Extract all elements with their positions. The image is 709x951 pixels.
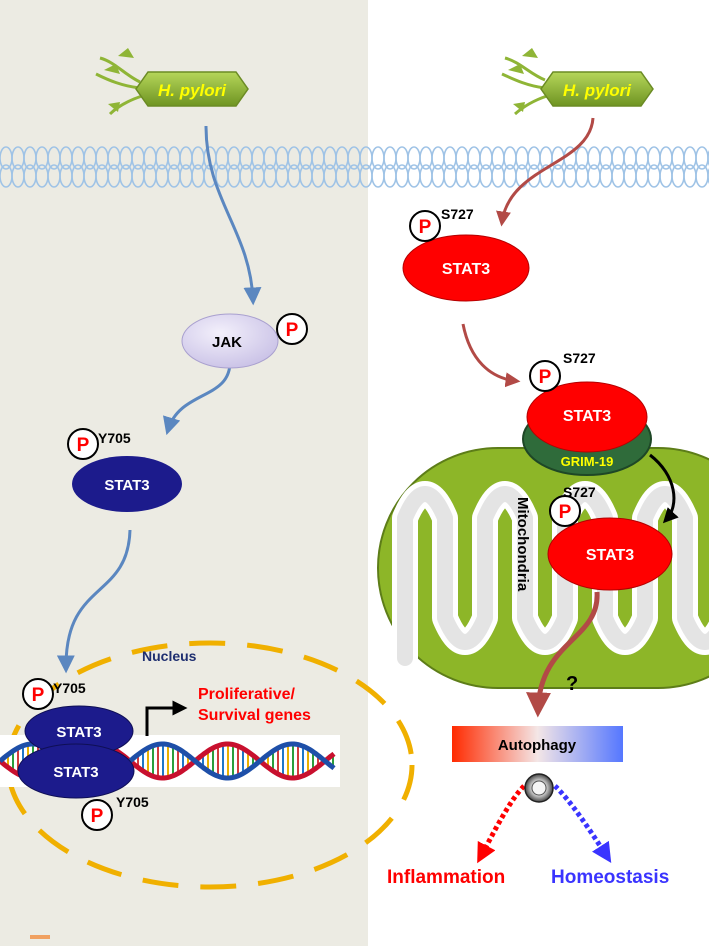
inflammation-label: Inflammation (387, 867, 505, 888)
s727-label-mitochondrial: S727 (563, 484, 596, 500)
genes-line-1: Proliferative/ (198, 686, 295, 703)
arrow-stat3-to-mitochondria (461, 323, 521, 388)
arrow-to-homeostasis (553, 784, 612, 864)
s727-label-grim19: S727 (563, 350, 596, 366)
autophagy-label: Autophagy (498, 737, 577, 754)
flagella-right-icon (501, 56, 548, 116)
flagella-left-icon (95, 56, 143, 116)
arrow-jak-to-stat3 (163, 361, 232, 436)
phospho-stat3-dimer-bottom: P (81, 799, 113, 831)
grim19-label: GRIM-19 (561, 454, 614, 469)
balance-knob-icon (524, 773, 554, 803)
phospho-stat3-grim19: P (529, 360, 561, 392)
stat3-mitochondrial (547, 517, 673, 591)
stat3-s727-cytoplasm (402, 234, 530, 302)
mitochondria-label: Mitochondria (514, 497, 531, 592)
stat3-s727-cytoplasm-label: STAT3 (442, 261, 490, 278)
y705-label-dimer-bottom: Y705 (116, 794, 149, 810)
svg-text:P: P (419, 217, 432, 238)
homeostasis-label: Homeostasis (551, 867, 669, 888)
h-pylori-right: H. pylori (501, 48, 654, 116)
y705-label-cytoplasm: Y705 (98, 430, 131, 446)
arrow-hpylori-to-jak (204, 125, 262, 306)
arrow-to-inflammation (477, 784, 526, 864)
nucleus-boundary (5, 640, 415, 890)
stat3-grim19-bound (526, 381, 648, 453)
membrane-lipid-upper (707, 149, 709, 167)
jak-label: JAK (212, 334, 242, 351)
nucleus-label: Nucleus (142, 648, 197, 664)
h-pylori-label-right: H. pylori (563, 81, 632, 100)
autophagy-bar (452, 726, 623, 762)
h-pylori-body-right (540, 71, 654, 107)
s727-label-cytoplasm: S727 (441, 206, 474, 222)
arrow-grim19-to-matrix (649, 453, 679, 524)
stat3-dimer-bottom (17, 743, 135, 799)
flagella-tips-right (508, 48, 538, 112)
membrane-lipid-lower (707, 167, 709, 185)
genes-line-2: Survival genes (198, 707, 311, 724)
unknown-link-question-mark: ? (566, 673, 578, 695)
stat3-dimer-bottom-label: STAT3 (53, 764, 98, 781)
svg-text:P: P (32, 685, 45, 706)
arrow-stat3-to-autophagy (526, 591, 600, 718)
phospho-jak: P (276, 313, 308, 345)
svg-text:P: P (91, 806, 104, 827)
svg-text:P: P (559, 502, 572, 523)
flagella-tips-left (104, 48, 134, 112)
svg-text:P: P (539, 367, 552, 388)
phospho-stat3-mitochondrial: P (549, 495, 581, 527)
h-pylori-left: H. pylori (95, 48, 249, 116)
stat3-cytoplasm (72, 456, 182, 512)
stat3-mitochondrial-label: STAT3 (586, 547, 634, 564)
h-pylori-body-left (135, 71, 249, 107)
jak-kinase (181, 313, 279, 369)
h-pylori-label-left: H. pylori (158, 81, 227, 100)
svg-text:P: P (77, 435, 90, 456)
y705-label-dimer-top: Y705 (53, 680, 86, 696)
phospho-stat3-cytoplasm: P (67, 428, 99, 460)
transcription-arrow (145, 700, 188, 736)
cell-membrane (0, 146, 709, 188)
arrow-stat3-to-nucleus (56, 529, 132, 674)
decorative-mark (30, 935, 50, 939)
svg-text:P: P (286, 320, 299, 341)
stat3-dimer-top-label: STAT3 (56, 724, 101, 741)
stat3-cytoplasm-label: STAT3 (104, 477, 149, 494)
left-panel-background (0, 0, 368, 946)
arrow-hpylori-to-stat3 (496, 117, 595, 227)
stat3-grim19-bound-label: STAT3 (563, 408, 611, 425)
phospho-stat3-dimer-top: P (22, 678, 54, 710)
phospho-stat3-s727-cytoplasm: P (409, 210, 441, 242)
